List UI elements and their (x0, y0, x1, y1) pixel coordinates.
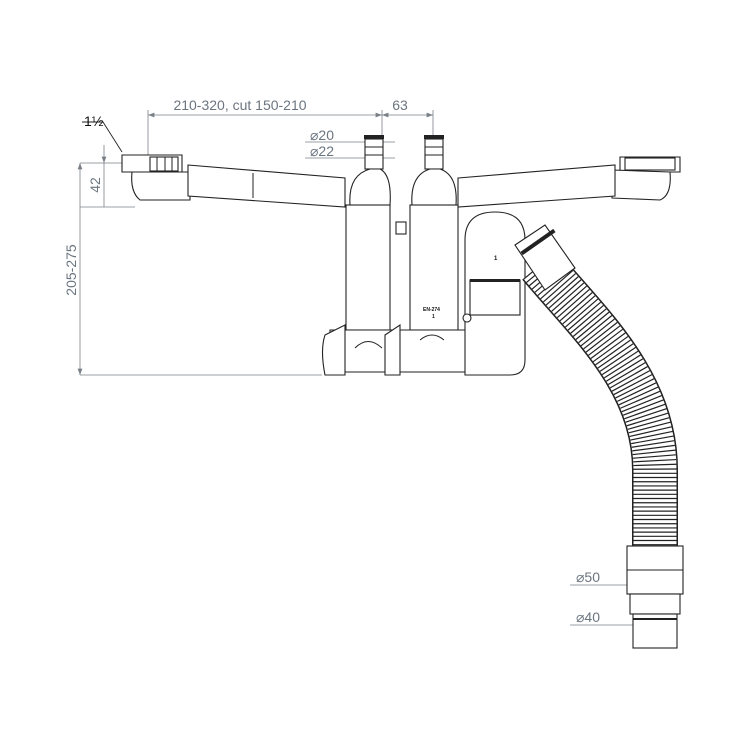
left-overflow-arm (121, 154, 346, 208)
left-hose-nozzle (349, 135, 391, 206)
siphon-bodies: EN-274 1 (321, 204, 471, 376)
right-hose-nozzle (411, 135, 457, 206)
nozzle-diameter-22: ⌀22 (310, 143, 334, 159)
dimension-lines (77, 110, 634, 626)
u-trap: 1 (462, 211, 526, 376)
part-marking-sub: 1 (432, 314, 435, 320)
outlet-connector (626, 545, 684, 649)
flange-height-dimension: 42 (87, 177, 103, 193)
outlet-diameter-50: ⌀50 (576, 569, 600, 585)
inlet-thread-label: 1½ (84, 113, 104, 129)
arm-length-dimension: 210-320, cut 150-210 (173, 97, 306, 113)
part-marking: EN-274 (423, 307, 440, 313)
outlet-diameter-40: ⌀40 (576, 609, 600, 625)
total-height-dimension: 205-275 (63, 244, 79, 296)
right-overflow-arm (457, 156, 681, 208)
corrugated-hose (514, 224, 678, 548)
nozzle-diameter-20: ⌀20 (310, 127, 334, 143)
trap-marking: 1 (494, 256, 498, 262)
outlet-spacing-dimension: 63 (392, 97, 408, 113)
